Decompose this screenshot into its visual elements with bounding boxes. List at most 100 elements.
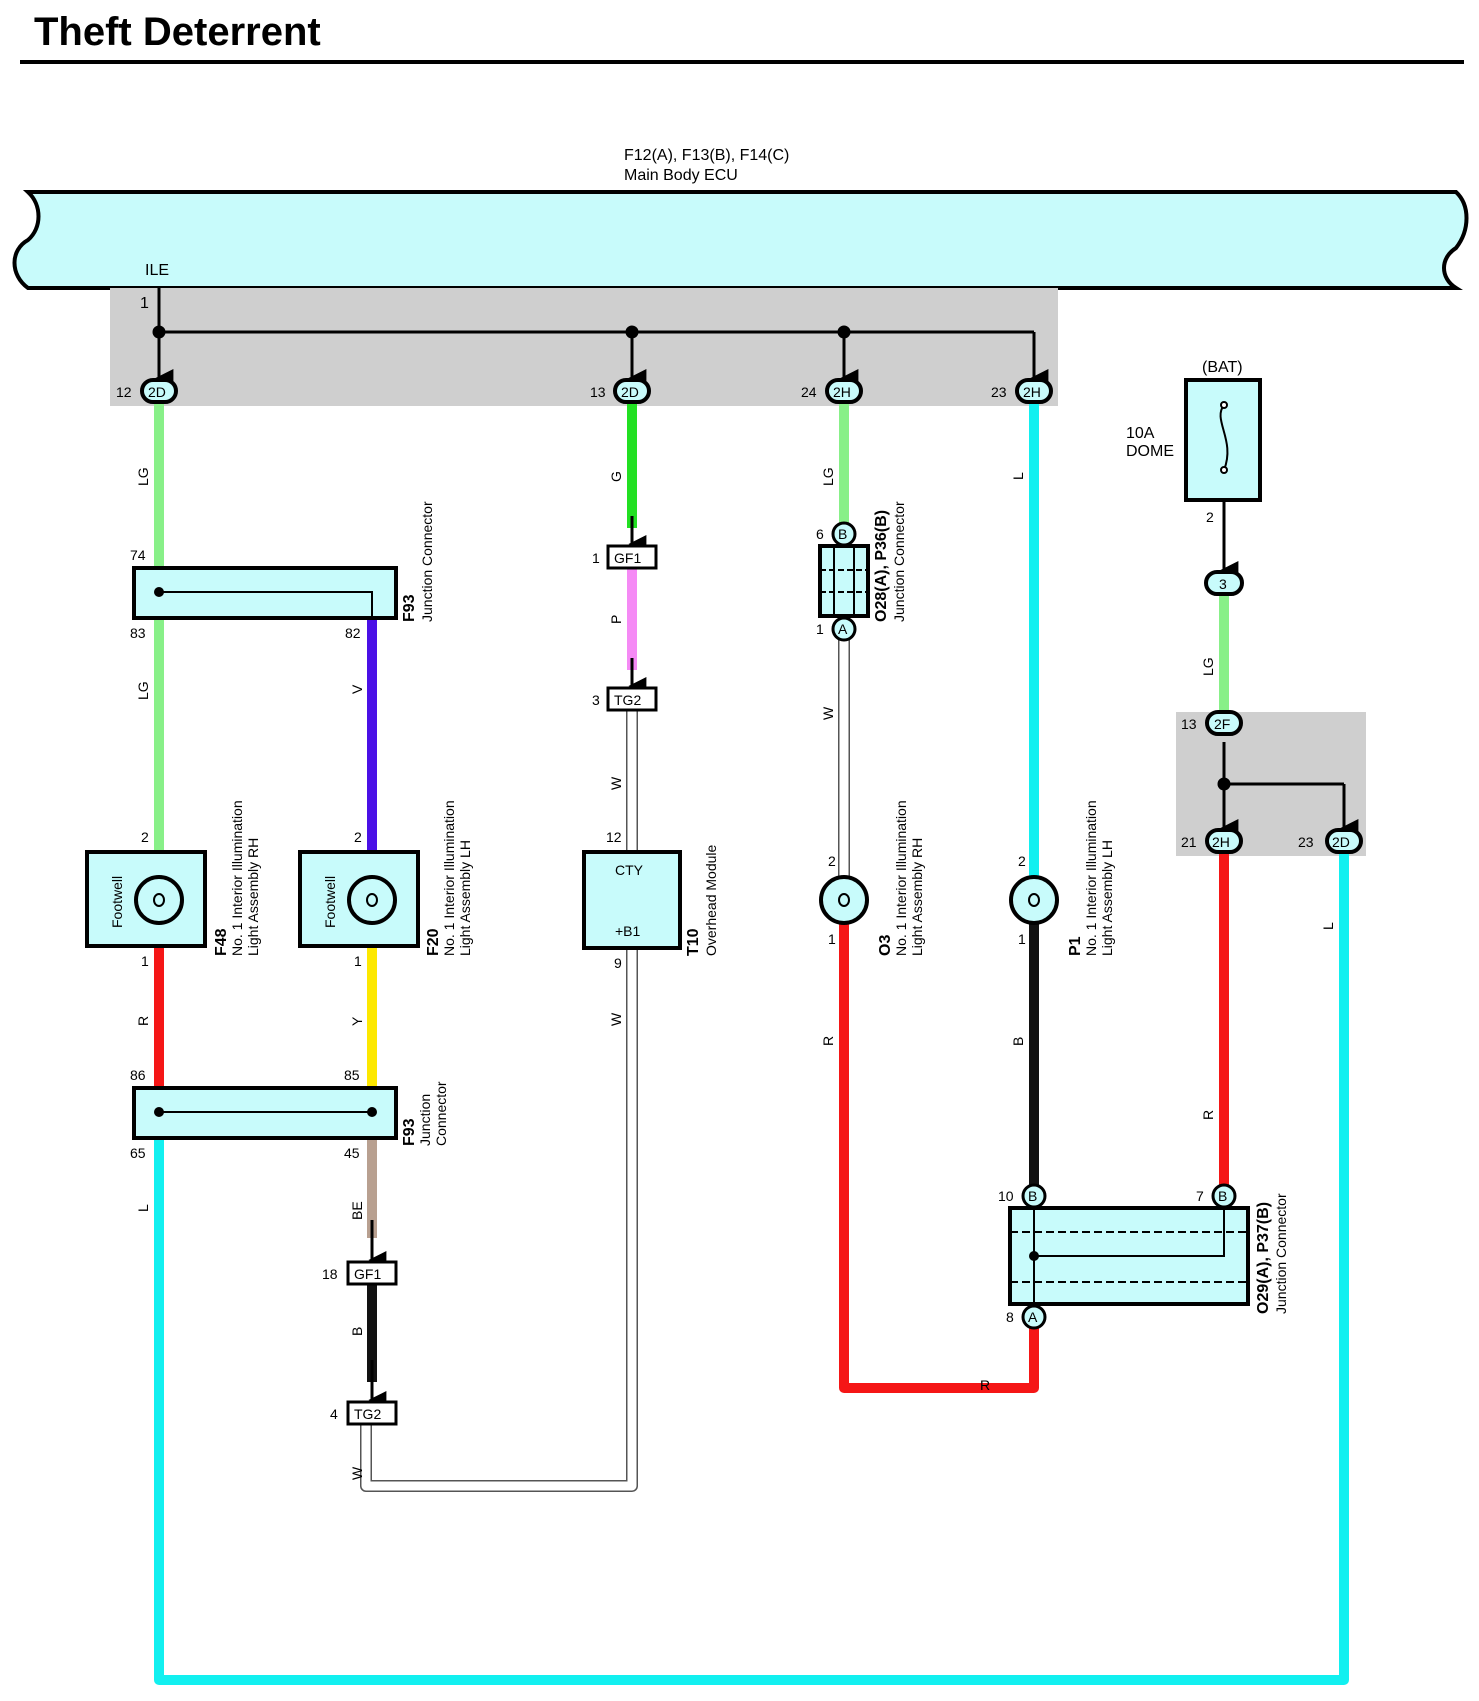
o29-pin-c: 8 — [1006, 1309, 1014, 1325]
svg-text:O29(A), P37(B): O29(A), P37(B) — [1255, 1202, 1272, 1314]
t10-label: T10 Overhead Module — [685, 844, 719, 956]
connector-c2: 2D 13 — [590, 378, 651, 404]
f20-pin-bot: 1 — [354, 953, 362, 969]
svg-text:12: 12 — [116, 384, 132, 400]
t10-term-top: CTY — [615, 862, 644, 878]
svg-text:R: R — [820, 1036, 836, 1046]
o3-pin-bot: 1 — [828, 931, 836, 947]
f93l-pin-a: 86 — [130, 1067, 146, 1083]
t10-pin-bot: 9 — [614, 955, 622, 971]
svg-text:1: 1 — [592, 550, 600, 566]
svg-text:W: W — [349, 1466, 365, 1480]
fuse-rating: 10A — [1126, 425, 1155, 442]
svg-text:L: L — [1320, 922, 1336, 930]
svg-text:Footwell: Footwell — [322, 876, 338, 928]
fuse-element-icon — [1219, 404, 1229, 471]
o29-term-a: B — [1028, 1188, 1037, 1204]
connector-c6: 2H 21 — [1181, 828, 1243, 854]
svg-text:LG: LG — [135, 681, 151, 700]
svg-text:R: R — [1200, 1110, 1216, 1120]
svg-text:Junction Connector: Junction Connector — [1273, 1193, 1289, 1314]
f93l-label: F93 Junction Connector — [401, 1081, 449, 1146]
t10-pin-top: 12 — [606, 829, 622, 845]
dome-splice — [1217, 742, 1359, 837]
svg-text:2F: 2F — [1214, 716, 1230, 732]
f48-footwell-label: Footwell — [109, 876, 125, 928]
main-body-ecu — [12, 190, 1469, 290]
svg-text:2D: 2D — [148, 384, 166, 400]
svg-text:2H: 2H — [833, 384, 851, 400]
o28-pin-bot: 1 — [816, 621, 824, 637]
svg-text:F93: F93 — [401, 1118, 418, 1146]
svg-text:Light Assembly LH: Light Assembly LH — [1099, 840, 1115, 956]
svg-text:F93: F93 — [401, 594, 418, 622]
connector-c5: 2F 13 — [1181, 710, 1243, 736]
svg-text:B: B — [1010, 1037, 1026, 1046]
svg-text:Footwell: Footwell — [109, 876, 125, 928]
f48-pin-top: 2 — [141, 829, 149, 845]
wire-layer — [154, 402, 1349, 1685]
connector-c7: 2D 23 — [1298, 828, 1363, 854]
svg-text:2D: 2D — [621, 384, 639, 400]
svg-text:2H: 2H — [1212, 834, 1230, 850]
svg-text:24: 24 — [801, 384, 817, 400]
svg-text:F20: F20 — [425, 928, 442, 956]
o29-pin-a: 10 — [998, 1188, 1014, 1204]
svg-text:L: L — [135, 1204, 151, 1212]
fuse-name: DOME — [1126, 443, 1174, 460]
o3-pin-top: 2 — [828, 853, 836, 869]
svg-text:F48: F48 — [213, 928, 230, 956]
svg-text:W: W — [608, 1012, 624, 1026]
o3-label: O3 No. 1 Interior Illumination Light Ass… — [877, 800, 925, 956]
ecu-pin-label: ILE — [145, 262, 169, 279]
f93u-pin-b: 83 — [130, 625, 146, 641]
svg-text:TG2: TG2 — [354, 1406, 381, 1422]
svg-text:23: 23 — [991, 384, 1007, 400]
wire-w12 — [361, 948, 637, 1491]
o29-label: O29(A), P37(B) Junction Connector — [1255, 1193, 1289, 1314]
o28-pin-top: 6 — [816, 526, 824, 542]
f20-pin-top: 2 — [354, 829, 362, 845]
junction-connector-o29 — [1008, 1183, 1250, 1330]
svg-text:TG2: TG2 — [614, 692, 641, 708]
f93u-pin-c: 82 — [345, 625, 361, 641]
svg-text:21: 21 — [1181, 834, 1197, 850]
connector-tg2b: TG2 4 — [330, 1400, 398, 1426]
o28-term-top: B — [838, 526, 847, 542]
svg-text:23: 23 — [1298, 834, 1314, 850]
fuse-source: (BAT) — [1202, 359, 1243, 376]
t10-term-bot: +B1 — [615, 923, 641, 939]
svg-text:Light Assembly RH: Light Assembly RH — [909, 838, 925, 956]
svg-text:V: V — [349, 684, 365, 694]
junction-connector-f93-lower — [132, 1086, 398, 1140]
f93l-pin-c: 65 — [130, 1145, 146, 1161]
lamp-p1 — [1009, 875, 1059, 925]
p1-pin-top: 2 — [1018, 853, 1026, 869]
wire-labels: LG LG V R Y L BE B G P W W W LG W R R L … — [135, 467, 1336, 1480]
connector-gf1b: GF1 18 — [322, 1260, 398, 1286]
svg-text:13: 13 — [590, 384, 606, 400]
svg-text:LG: LG — [135, 467, 151, 486]
svg-text:Light Assembly RH: Light Assembly RH — [245, 838, 261, 956]
svg-text:W: W — [608, 776, 624, 790]
title-rule — [20, 60, 1464, 64]
svg-text:Light Assembly LH: Light Assembly LH — [457, 840, 473, 956]
svg-text:18: 18 — [322, 1266, 338, 1282]
p1-label: P1 No. 1 Interior Illumination Light Ass… — [1067, 800, 1115, 956]
lamp-o3 — [819, 875, 869, 925]
ecu-splice — [152, 288, 1049, 387]
svg-text:G: G — [608, 471, 624, 482]
svg-text:P1: P1 — [1067, 936, 1084, 956]
wire-w6 — [154, 852, 1349, 1685]
lamp-f48 — [85, 850, 207, 948]
o28-term-bot: A — [838, 621, 848, 637]
f48-pin-bot: 1 — [141, 953, 149, 969]
lamp-f20 — [298, 850, 420, 948]
svg-text:Junction: Junction — [417, 1094, 433, 1146]
connector-tg2a: TG2 3 — [592, 686, 658, 712]
svg-text:No. 1 Interior Illumination: No. 1 Interior Illumination — [441, 800, 457, 956]
svg-text:GF1: GF1 — [354, 1266, 381, 1282]
svg-text:3: 3 — [592, 692, 600, 708]
svg-text:O28(A), P36(B): O28(A), P36(B) — [873, 510, 890, 622]
